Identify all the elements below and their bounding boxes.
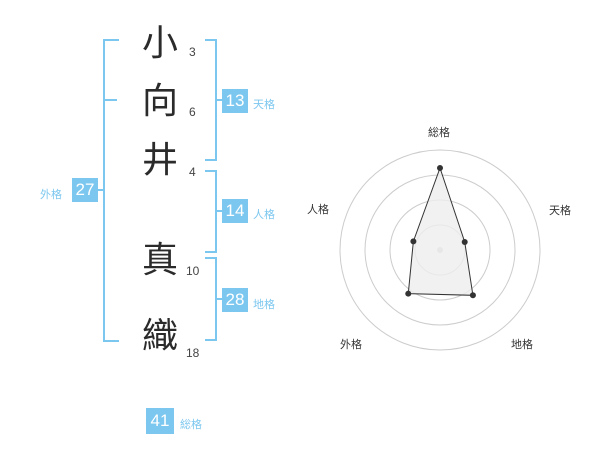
name-char-5: 織	[142, 316, 179, 357]
radar-point-5	[410, 238, 417, 245]
chikaku-value: 28	[222, 288, 248, 312]
tenkaku-value: 13	[222, 89, 248, 113]
jinkaku-tick	[217, 210, 222, 212]
radar-label-jinkaku: 人格	[307, 203, 329, 216]
tenkaku-label: 天格	[253, 98, 275, 111]
gaikaku-value: 27	[72, 178, 98, 202]
name-char-4: 真	[142, 240, 179, 281]
chikaku-bracket	[205, 257, 217, 341]
name-char-1: 小	[142, 23, 179, 64]
name-char-2: 向	[142, 81, 179, 122]
radar-point-4	[405, 290, 412, 297]
stroke-count-2: 6	[189, 105, 196, 119]
soukaku-value: 41	[146, 408, 174, 434]
gaikaku-bracket	[103, 39, 119, 342]
radar-point-3	[469, 292, 476, 299]
gaikaku-label: 外格	[40, 188, 62, 201]
radar-ring	[339, 149, 541, 351]
radar-label-gaikaku: 外格	[340, 338, 362, 351]
radar-label-tenkaku: 天格	[549, 204, 571, 217]
radar-label-soukaku: 総格	[428, 126, 450, 139]
soukaku-label: 総格	[180, 418, 202, 431]
stroke-count-4: 10	[186, 264, 200, 278]
radar-label-chikaku: 地格	[511, 338, 533, 351]
name-char-3: 井	[142, 140, 179, 181]
stroke-count-5: 18	[186, 346, 200, 360]
radar-point-2	[461, 238, 468, 245]
chikaku-tick	[217, 298, 222, 300]
jinkaku-label: 人格	[253, 208, 275, 221]
jinkaku-bracket	[205, 170, 217, 253]
tenkaku-tick	[217, 99, 222, 101]
radar-point-1	[437, 165, 443, 171]
chikaku-label: 地格	[253, 298, 275, 311]
radar-polygon	[407, 166, 474, 296]
stroke-count-1: 3	[189, 45, 196, 59]
gaikaku-inner-tick	[105, 99, 117, 101]
stroke-count-3: 4	[189, 165, 196, 179]
jinkaku-value: 14	[222, 199, 248, 223]
tenkaku-bracket	[205, 39, 217, 161]
